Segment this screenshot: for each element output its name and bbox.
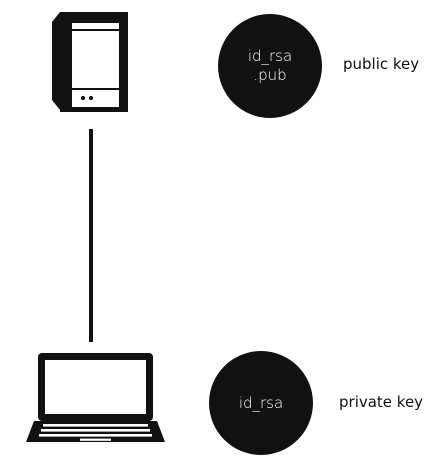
public-key-label: public key <box>343 55 420 73</box>
public-key-file-name: id_rsa .pub <box>247 47 293 84</box>
public-key-circle: id_rsa .pub <box>218 14 322 118</box>
private-key-label: private key <box>339 393 424 411</box>
private-key-circle: id_rsa <box>209 351 313 455</box>
connection-line <box>89 129 93 342</box>
server-icon <box>52 12 128 112</box>
laptop-icon <box>26 353 165 442</box>
private-key-file-name: id_rsa <box>238 393 284 412</box>
